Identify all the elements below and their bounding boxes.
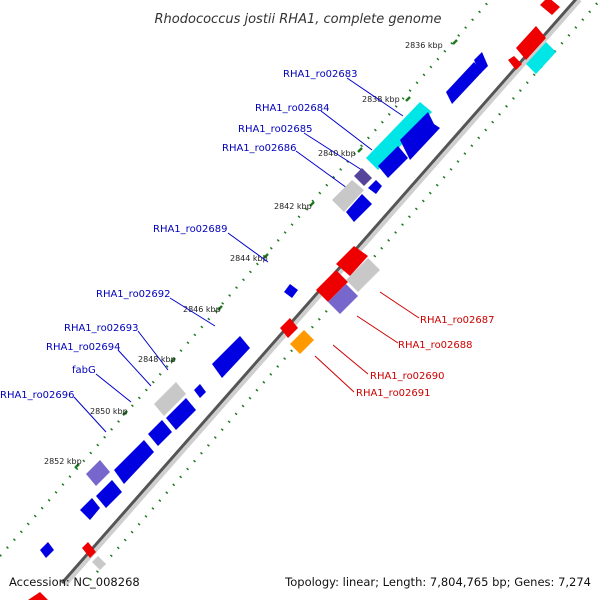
scale-tick	[74, 463, 80, 469]
scale-tick	[309, 201, 315, 207]
scale-label: 2836 kbp	[405, 41, 443, 50]
leader-line	[356, 315, 399, 344]
leader-line	[227, 232, 269, 263]
rna-orange[interactable]	[290, 330, 314, 354]
leader-line	[379, 291, 420, 319]
cds-forward-arrow[interactable]	[368, 180, 382, 194]
gene-label-ro02688[interactable]: RHA1_ro02688	[398, 340, 473, 351]
gene-label-ro02683[interactable]: RHA1_ro02683	[283, 69, 358, 80]
cds-pseudo-grey[interactable]	[154, 382, 186, 416]
map-title: Rhodococcus jostii RHA1, complete genome	[155, 12, 442, 27]
scale-tick	[122, 410, 128, 416]
cds-highlight-cyan[interactable]	[366, 102, 432, 170]
cds-forward-arrow[interactable]	[378, 146, 408, 178]
cds-reverse-arrow[interactable]	[508, 56, 522, 70]
cds-pseudo-grey[interactable]	[346, 258, 380, 292]
reverse-leader-lines	[314, 291, 420, 393]
scale-tick	[405, 96, 411, 102]
forward-strand-features	[40, 0, 560, 558]
leader-line	[332, 344, 369, 375]
cds-pseudo-grey[interactable]	[332, 180, 364, 212]
cds-forward-arrow[interactable]	[166, 398, 196, 430]
leader-line	[295, 150, 348, 189]
cds-reverse-arrow[interactable]	[28, 592, 48, 600]
cds-forward-arrow[interactable]	[96, 480, 122, 508]
cds-reverse-arrow[interactable]	[336, 246, 368, 276]
scale-label: 2844 kbp	[230, 254, 268, 263]
cds-forward-arrow[interactable]	[346, 194, 372, 222]
cds-forward-arrow[interactable]	[194, 384, 206, 398]
accession-label: Accession: NC_008268	[9, 575, 140, 589]
leader-line	[117, 349, 152, 387]
leader-line	[137, 330, 169, 371]
scale-ticks	[74, 39, 458, 469]
cds-forward-arrow[interactable]	[474, 52, 488, 74]
scale-tick	[452, 39, 458, 45]
leader-line	[303, 132, 366, 173]
cds-forward-arrow[interactable]	[400, 112, 440, 160]
scale-tick	[263, 253, 269, 259]
leader-line	[169, 297, 216, 327]
scale-label: 2848 kbp	[138, 355, 176, 364]
gene-label-ro02696[interactable]: RHA1_ro02696	[0, 390, 75, 401]
topology-summary: Topology: linear; Length: 7,804,765 bp; …	[284, 575, 591, 589]
cds-reverse-arrow[interactable]	[316, 270, 348, 302]
gene-label-ro02690[interactable]: RHA1_ro02690	[370, 371, 445, 382]
scale-labels: 2836 kbp 2838 kbp 2840 kbp 2842 kbp 2844…	[44, 41, 443, 466]
forward-gene-labels: RHA1_ro02683 RHA1_ro02684 RHA1_ro02685 R…	[0, 69, 358, 401]
leader-line	[314, 355, 355, 393]
gene-label-ro02693[interactable]: RHA1_ro02693	[64, 323, 139, 334]
gene-label-ro02684[interactable]: RHA1_ro02684	[255, 103, 330, 114]
gene-label-ro02689[interactable]: RHA1_ro02689	[153, 224, 228, 235]
gene-label-ro02687[interactable]: RHA1_ro02687	[420, 315, 495, 326]
scale-label: 2850 kbp	[90, 407, 128, 416]
gene-label-ro02686[interactable]: RHA1_ro02686	[222, 143, 297, 154]
gene-label-ro02692[interactable]: RHA1_ro02692	[96, 289, 171, 300]
scale-label: 2838 kbp	[362, 95, 400, 104]
cds-forward-arrow[interactable]	[148, 420, 172, 446]
forward-ruler-dotted-line	[0, 0, 491, 557]
leader-line	[73, 396, 107, 433]
cds-forward-arrow[interactable]	[40, 542, 54, 558]
scale-label: 2852 kbp	[44, 457, 82, 466]
leader-line	[346, 77, 404, 117]
cds-purple[interactable]	[354, 168, 372, 186]
gene-label-fabg[interactable]: fabG	[72, 365, 96, 376]
cds-pseudo-grey[interactable]	[92, 556, 106, 570]
gene-label-ro02694[interactable]: RHA1_ro02694	[46, 342, 121, 353]
cds-forward-arrow[interactable]	[212, 336, 250, 378]
cds-reverse-arrow[interactable]	[540, 0, 560, 15]
scale-tick	[217, 305, 223, 311]
forward-leader-lines	[73, 77, 404, 433]
cds-reverse-arrow[interactable]	[516, 26, 546, 60]
cds-purple[interactable]	[86, 460, 110, 486]
gene-label-ro02685[interactable]: RHA1_ro02685	[238, 124, 313, 135]
cds-reverse-arrow[interactable]	[82, 542, 96, 558]
scale-label: 2846 kbp	[183, 305, 221, 314]
cds-reverse-arrow[interactable]	[280, 318, 298, 338]
leader-line	[320, 110, 373, 151]
cds-forward-arrow[interactable]	[446, 62, 482, 104]
leader-line	[95, 373, 132, 403]
cds-highlight-cyan[interactable]	[526, 42, 556, 74]
cds-forward-arrow[interactable]	[80, 498, 100, 520]
cds-purple[interactable]	[328, 284, 358, 314]
cds-forward-arrow[interactable]	[114, 440, 154, 484]
cds-forward-arrow[interactable]	[284, 284, 298, 298]
scale-tick	[357, 147, 363, 153]
gene-label-ro02691[interactable]: RHA1_ro02691	[356, 388, 431, 399]
scale-tick	[170, 357, 176, 363]
scale-label: 2842 kbp	[274, 202, 312, 211]
reverse-gene-labels: RHA1_ro02687 RHA1_ro02688 RHA1_ro02690 R…	[356, 315, 495, 399]
reverse-strand-features	[28, 26, 556, 600]
